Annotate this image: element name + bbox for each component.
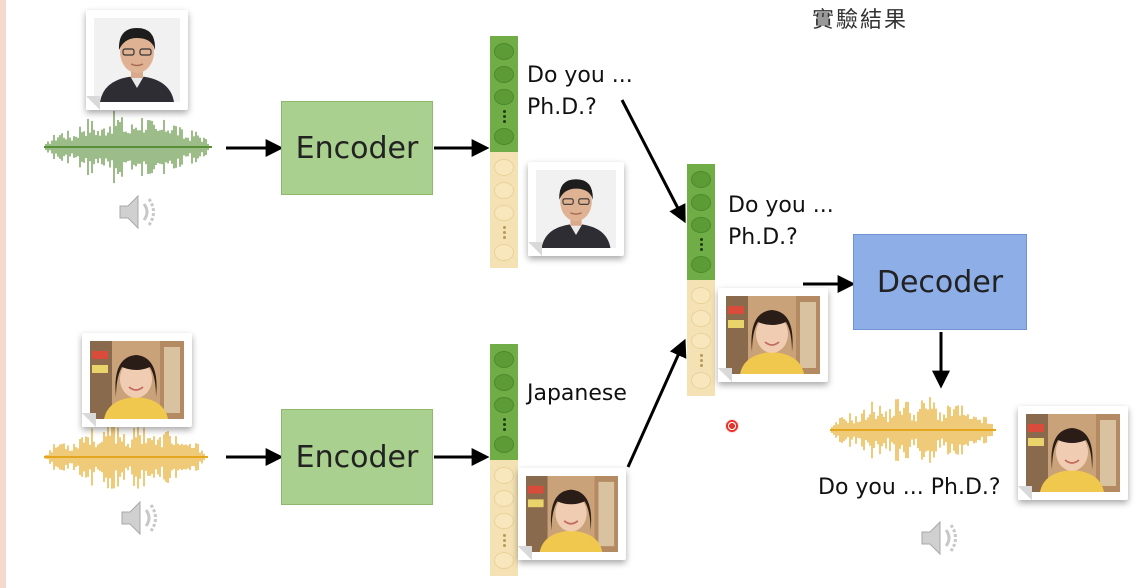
waveform-bottom [44, 425, 208, 489]
output-caption: Do you ... Ph.D.? [818, 475, 1001, 500]
waveform-output [830, 397, 996, 463]
slide-title: 實驗結果 [812, 8, 909, 33]
arrow-content-to-combined [620, 99, 686, 224]
content-label-line: Ph.D.? [527, 95, 597, 120]
encoder-bottom: Encoder [281, 409, 433, 505]
encoder-top-label: Encoder [295, 130, 419, 166]
speaker-icon [121, 500, 157, 536]
speaker-photo-man [86, 10, 188, 110]
content-label-line: Do you ... [527, 63, 633, 88]
content-vector [687, 164, 715, 280]
content-label-combined: Do you ... Ph.D.? [728, 190, 834, 254]
speaker-icon [921, 520, 957, 556]
content-label-top: Do you ... Ph.D.? [527, 60, 633, 124]
speaker-vector [490, 460, 518, 576]
slide-edge [0, 0, 6, 588]
speaker-photo-woman [82, 333, 192, 427]
content-vector [490, 344, 518, 460]
speaker-photo-man [528, 162, 624, 256]
content-label-bottom: Japanese [527, 381, 627, 406]
vector-combined [687, 164, 715, 396]
vector-bottom [490, 344, 518, 576]
encoder-top: Encoder [281, 101, 433, 195]
pointer-cursor [725, 419, 739, 433]
speaker-vector [490, 152, 518, 268]
content-vector [490, 36, 518, 152]
speaker-icon [119, 194, 155, 230]
speaker-photo-woman [518, 468, 626, 560]
content-label-line: Do you ... [728, 193, 834, 218]
speaker-vector [687, 280, 715, 396]
arrow-speaker-to-combined [626, 338, 687, 468]
speaker-photo-woman [1018, 406, 1128, 500]
speaker-photo-woman [718, 288, 828, 382]
decoder-label: Decoder [876, 264, 1004, 300]
content-label-line: Ph.D.? [728, 225, 798, 250]
decoder: Decoder [853, 234, 1027, 330]
vector-top [490, 36, 518, 268]
waveform-top [44, 110, 212, 184]
encoder-bottom-label: Encoder [295, 439, 419, 475]
